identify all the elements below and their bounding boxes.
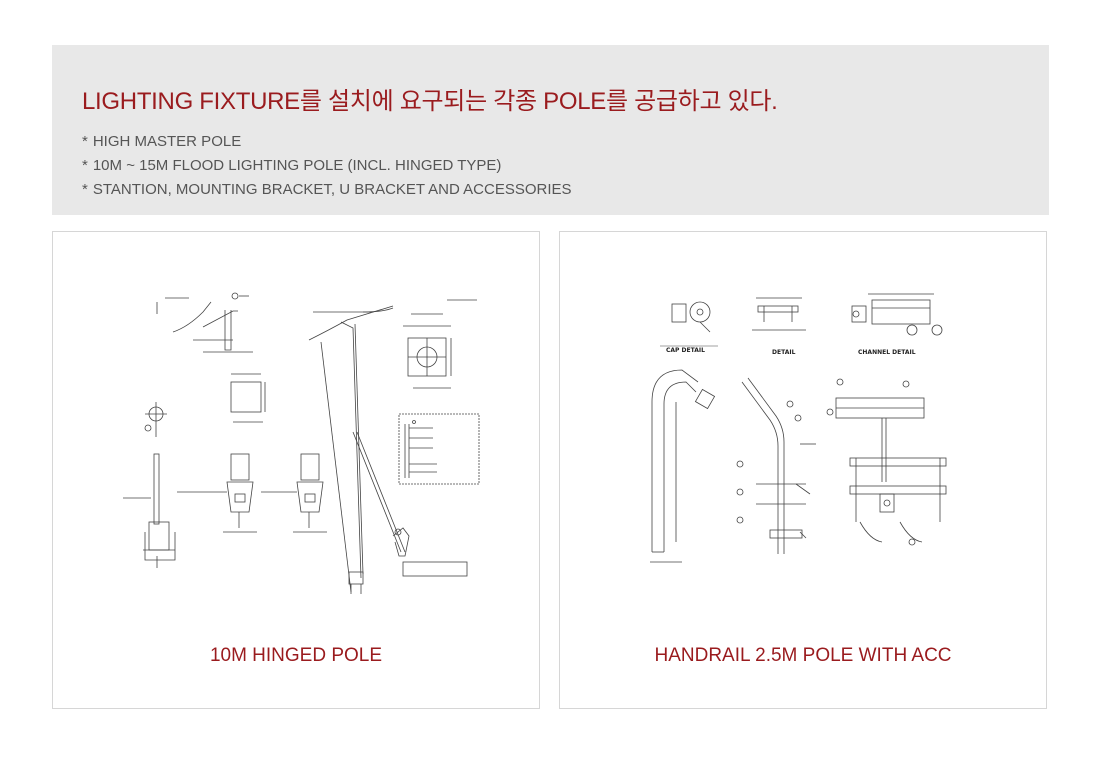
detail-label: DETAIL: [772, 349, 796, 356]
product-caption[interactable]: 10M HINGED POLE: [209, 645, 383, 666]
intro-list-text: 10M ~ 15M FLOOD LIGHTING POLE (INCL. HIN…: [92, 157, 502, 174]
channel-detail-drawing: [851, 293, 943, 336]
plate-detail-drawing: [230, 373, 266, 423]
handrail-pole-drawing: CAP DETAIL DETAIL CHANNEL DETAIL: [650, 293, 947, 563]
intro-panel: LIGHTING FIXTURE를 설치에 요구되는 각종 POLE를 공급하고…: [52, 45, 1049, 215]
foundation-drawing: [123, 453, 176, 568]
channel-detail-label: CHANNEL DETAIL: [858, 349, 916, 356]
cable-hole-detail-a: [177, 453, 257, 533]
anchor-bolt-detail: [398, 413, 480, 485]
base-plate-detail: [403, 299, 477, 389]
bracket-detail-drawing: [156, 292, 253, 353]
main-pole-drawing: [308, 305, 468, 594]
intro-list-text: STANTION, MOUNTING BRACKET, U BRACKET AN…: [92, 181, 572, 198]
detail-labels: CAP DETAIL DETAIL CHANNEL DETAIL: [666, 347, 916, 356]
intro-list-item: *10M ~ 15M FLOOD LIGHTING POLE (INCL. HI…: [82, 154, 1049, 178]
intro-list-text: HIGH MASTER POLE: [92, 133, 242, 150]
product-card-hinged-pole[interactable]: 10M HINGED POLE: [52, 231, 540, 709]
bullet-icon: *: [82, 181, 88, 198]
cable-hole-detail-b: [261, 453, 327, 533]
platform-drawing: [826, 378, 947, 546]
pole-section-drawing: [144, 402, 167, 437]
bullet-icon: *: [82, 133, 88, 150]
intro-list-item: *HIGH MASTER POLE: [82, 130, 1049, 154]
detail-drawing: [752, 297, 806, 331]
intro-list: *HIGH MASTER POLE *10M ~ 15M FLOOD LIGHT…: [82, 130, 1049, 202]
curved-pole-drawing: [650, 369, 716, 563]
handrail-pole-mid: [736, 377, 816, 554]
intro-title: LIGHTING FIXTURE를 설치에 요구되는 각종 POLE를 공급하고…: [82, 88, 778, 115]
product-caption[interactable]: HANDRAIL 2.5M POLE WITH ACC: [654, 645, 952, 666]
hinged-pole-drawing: [123, 292, 480, 594]
product-card-handrail-pole[interactable]: CAP DETAIL DETAIL CHANNEL DETAIL: [559, 231, 1047, 709]
intro-list-item: *STANTION, MOUNTING BRACKET, U BRACKET A…: [82, 178, 1049, 202]
bullet-icon: *: [82, 157, 88, 174]
cap-detail-label: CAP DETAIL: [666, 347, 705, 354]
cap-detail-drawing: [660, 301, 718, 347]
